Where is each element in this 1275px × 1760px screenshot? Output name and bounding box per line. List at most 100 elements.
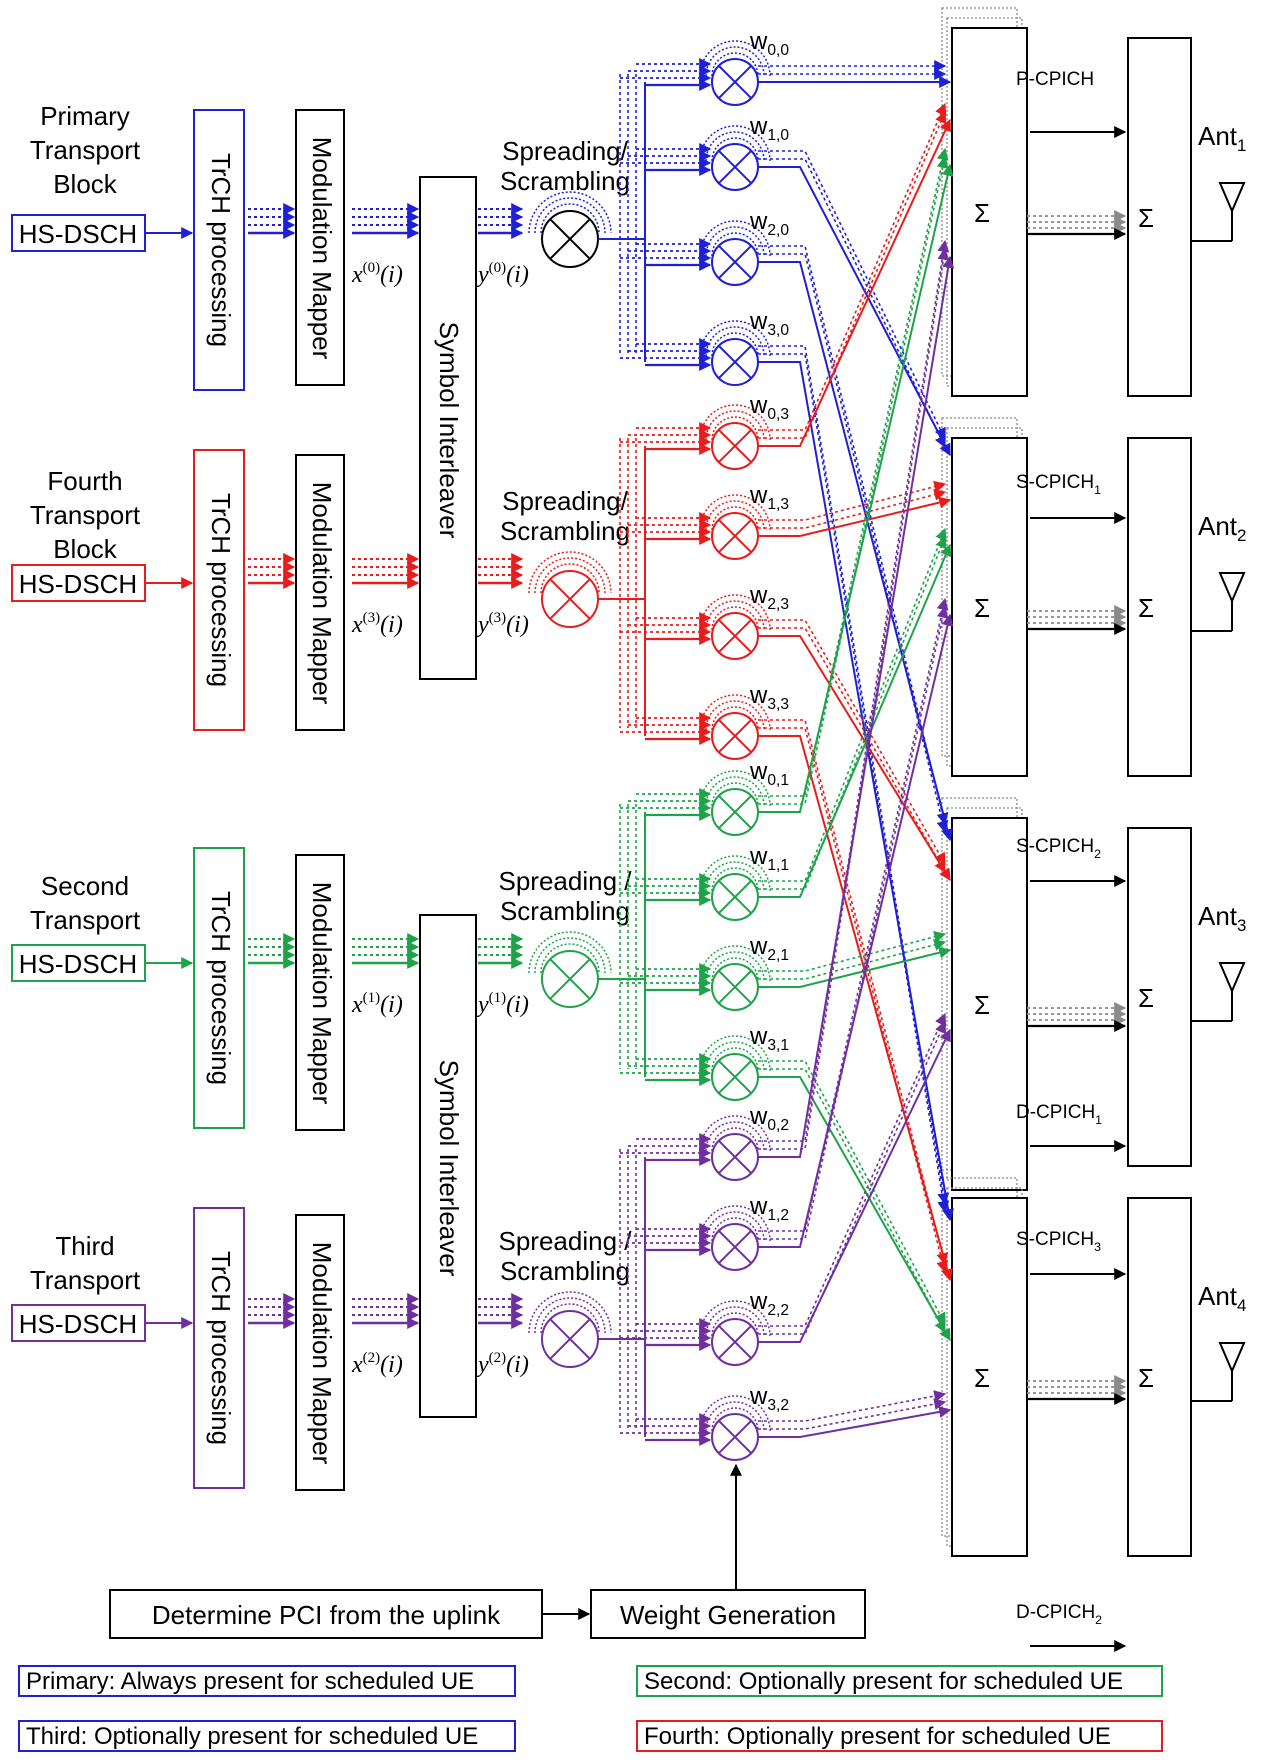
antenna-sum-symbol: Σ [1138,593,1154,623]
antenna-sum-symbol: Σ [1138,203,1154,233]
weight-feedback-arcs [699,320,771,357]
weight-label: w1,3 [749,482,789,513]
weight-feedback-arcs [699,494,771,531]
antenna-icon [1218,1342,1246,1374]
weight-to-sum-dash-1 [758,147,949,797]
transport-block-label: Transport [30,135,141,165]
antenna-sum-box [1127,1197,1192,1557]
weight-to-sum-solid [758,543,952,898]
hs-dsch-label: HS-DSCH [19,219,137,249]
modulation-mapper-box [295,1214,345,1491]
antenna-sum-box [1127,37,1192,397]
weight-multiplier [711,1053,759,1101]
weight-to-sum-dash-0 [758,627,946,874]
weight-label: w1,1 [749,843,789,874]
spreading-feedback-arcs [528,931,612,974]
weight-multiplier [711,963,759,1011]
modulation-mapper-box [295,854,345,1131]
weight-feedback-arcs [699,1035,771,1072]
trch-box [193,109,245,391]
antenna-label: Ant1 [1198,121,1246,155]
weight-to-sum-solid [758,946,952,988]
weight-feedback-arcs [699,770,771,807]
pilot-label: S-CPICH2 [1016,836,1101,861]
trch-box [193,449,245,731]
trch-label: TrCH processing [206,153,236,347]
spreading-feedback-arcs [528,1291,612,1334]
weight-to-sum-dash-1 [758,1012,947,1327]
weight-label: w3,1 [749,1023,789,1054]
weight-generation-label: Weight Generation [620,1600,836,1630]
weight-feedback-arcs [699,404,771,441]
weight-feedback-arcs [699,1395,771,1432]
pilot-label: S-CPICH3 [1016,1229,1101,1254]
sum-box [951,817,1028,1191]
x-symbol-label: x(0)(i) [351,260,403,288]
weight-label: w0,0 [749,28,789,59]
weight-multiplier [711,712,759,760]
weight-label: w0,2 [749,1103,789,1134]
hs-dsch-label: HS-DSCH [19,1309,137,1339]
spreading-feedback-arcs [528,551,612,594]
legend-primary: Primary: Always present for scheduled UE [18,1665,516,1697]
weight-label: w2,1 [749,933,789,964]
weight-to-sum-dash-0 [758,247,950,1150]
scrambling-label: Scrambling [500,166,630,196]
weight-to-sum-solid [758,163,954,813]
transport-block-label: Third [55,1231,114,1261]
y-symbol-label: y(0)(i) [476,260,529,288]
weight-label: w0,1 [749,758,789,789]
transport-block-label: Transport [30,500,141,530]
modulation-mapper-label: Modulation Mapper [307,1242,337,1465]
sum-box [951,437,1028,777]
symbol-interleaver-box-bottom [419,914,477,1418]
weight-to-sum-solid [758,1028,951,1343]
spreading-label: Spreading/ [502,486,629,516]
weight-to-sum-solid [758,635,951,882]
scrambling-label: Scrambling [500,1256,630,1286]
weight-multiplier [711,1318,759,1366]
modulation-mapper-label: Modulation Mapper [307,482,337,705]
weight-multiplier [711,1413,759,1461]
weight-to-sum-dash-1 [758,102,947,431]
weight-label: w1,0 [749,113,789,144]
weight-to-sum-dash-1 [758,239,950,1142]
weight-to-sum-dash-1 [758,719,949,1266]
weight-feedback-arcs [699,694,771,731]
trch-box [193,1207,245,1489]
weight-to-sum-dash-1 [758,597,949,1232]
sum-symbol: Σ [974,1363,990,1393]
weight-to-sum-dash-0 [758,158,946,449]
weight-feedback-arcs [699,855,771,892]
symbol-interleaver-box-top [419,176,477,680]
weight-feedback-arcs [699,1205,771,1242]
hs-dsch-label: HS-DSCH [19,949,137,979]
modulation-mapper-label: Modulation Mapper [307,137,337,360]
trch-box [193,847,245,1129]
hs-dsch-box [11,214,146,252]
weight-multiplier [711,238,759,286]
weight-feedback-arcs [699,220,771,257]
weight-to-sum-solid [758,361,955,1222]
weight-label: w2,2 [749,1288,789,1319]
sum-symbol: Σ [974,593,990,623]
weight-to-sum-dash-1 [758,619,946,866]
x-symbol-label: x(3)(i) [351,610,403,638]
weight-label: w3,3 [749,682,789,713]
transport-block-label: Transport [30,905,141,935]
hs-dsch-label: HS-DSCH [19,569,137,599]
y-symbol-label: y(1)(i) [476,990,529,1018]
weight-multiplier [711,873,759,921]
symbol-interleaver-label: Symbol Interleaver [434,1060,464,1277]
weight-to-sum-solid [758,1406,952,1438]
modulation-mapper-box [295,109,345,386]
sum-box [951,1197,1028,1557]
weight-to-sum-dash-1 [758,345,950,1206]
weight-to-sum-dash-0 [758,1068,946,1334]
spreading-label: Spreading / [499,1226,633,1256]
weight-to-sum-dash-0 [758,353,950,1214]
modulation-mapper-box [295,454,345,731]
antenna-sum-box [1127,827,1192,1167]
weight-label: w2,0 [749,208,789,239]
weight-multiplier [711,512,759,560]
